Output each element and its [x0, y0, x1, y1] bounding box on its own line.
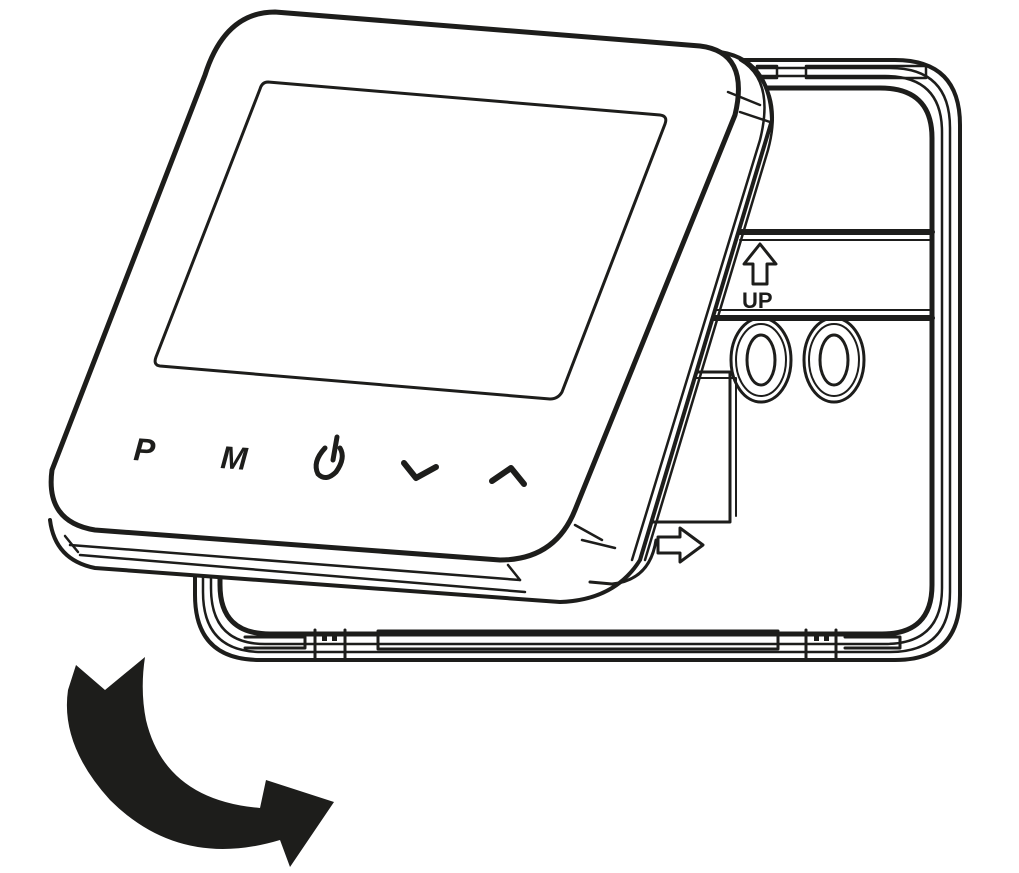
curved-rotate-arrow-icon: [66, 657, 335, 867]
arrow-right-outline-icon: [656, 526, 705, 564]
screw-slot-right: [802, 316, 866, 404]
arrow-up-outline-icon: [742, 242, 778, 286]
mode-button[interactable]: M: [220, 439, 250, 477]
chevron-down-icon[interactable]: [401, 460, 439, 481]
power-icon[interactable]: [313, 434, 345, 480]
button-row: P M: [133, 431, 527, 487]
chevron-up-icon[interactable]: [489, 465, 527, 487]
thermostat-body: [48, 9, 774, 604]
lcd-screen: [153, 80, 668, 401]
program-button[interactable]: P: [133, 431, 157, 468]
back-plate: UP: [193, 58, 962, 662]
screw-slot-left: [729, 316, 793, 404]
up-label: UP: [742, 288, 773, 313]
